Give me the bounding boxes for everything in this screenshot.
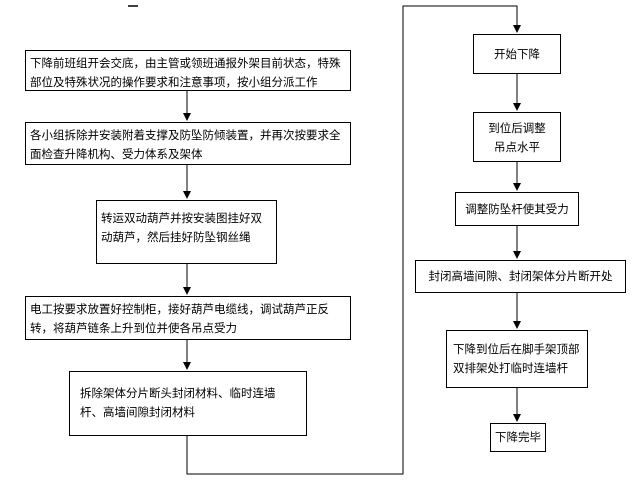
- step-text: 到位后调整吊点水平: [488, 121, 546, 154]
- step-text: 下降前班组开会交底，由主管或领班通报外架目前状态，特殊部位及特殊状况的操作要求和…: [30, 56, 341, 89]
- step-text: 下降到位后在脚手架顶部双排架处打临时连墙杆: [453, 342, 580, 375]
- step-team-briefing: 下降前班组开会交底，由主管或领班通报外架目前状态，特殊部位及特殊状况的操作要求和…: [25, 50, 351, 91]
- step-temp-wall-ties: 下降到位后在脚手架顶部双排架处打临时连墙杆: [446, 330, 588, 388]
- step-adjust-anti-fall: 调整防坠杆使其受力: [455, 192, 579, 226]
- step-text: 开始下降: [494, 46, 540, 61]
- step-text: 各小组拆除并安装附着支撑及防坠防倾装置，并再次按要求全面检查升降机构、受力体系及…: [30, 128, 341, 161]
- crossover-connector: [186, 5, 521, 475]
- step-text: 拆除架体分片断头封闭材料、临时连墙杆、高墙间隙封闭材料: [80, 386, 276, 419]
- step-remove-materials: 拆除架体分片断头封闭材料、临时连墙杆、高墙间隙封闭材料: [69, 371, 307, 436]
- step-close-gaps: 封闭高墙间隙、封闭架体分片断开处: [415, 260, 626, 293]
- step-descent-complete: 下降完毕: [490, 423, 546, 452]
- step-text: 封闭高墙间隙、封闭架体分片断开处: [428, 269, 613, 283]
- step-text: 调整防坠杆使其受力: [465, 201, 569, 216]
- step-text: 下降完毕: [495, 430, 541, 444]
- step-electrician-setup: 电工按要求放置好控制柜，接好葫芦电缆线，调试葫芦正反转，将葫芦链条上升到位并使各…: [25, 296, 351, 340]
- step-hoist-setup: 转运双动葫芦并按安装图挂好双动葫芦，然后挂好防坠钢丝绳: [96, 200, 277, 264]
- step-text: 电工按要求放置好控制柜，接好葫芦电缆线，调试葫芦正反转，将葫芦链条上升到位并使各…: [30, 302, 329, 335]
- step-text: 转运双动葫芦并按安装图挂好双动葫芦，然后挂好防坠钢丝绳: [101, 211, 262, 244]
- step-install-supports: 各小组拆除并安装附着支撑及防坠防倾装置，并再次按要求全面检查升降机构、受力体系及…: [25, 122, 351, 165]
- step-start-descent: 开始下降: [473, 34, 561, 74]
- step-level-lifting-points: 到位后调整吊点水平: [473, 112, 561, 162]
